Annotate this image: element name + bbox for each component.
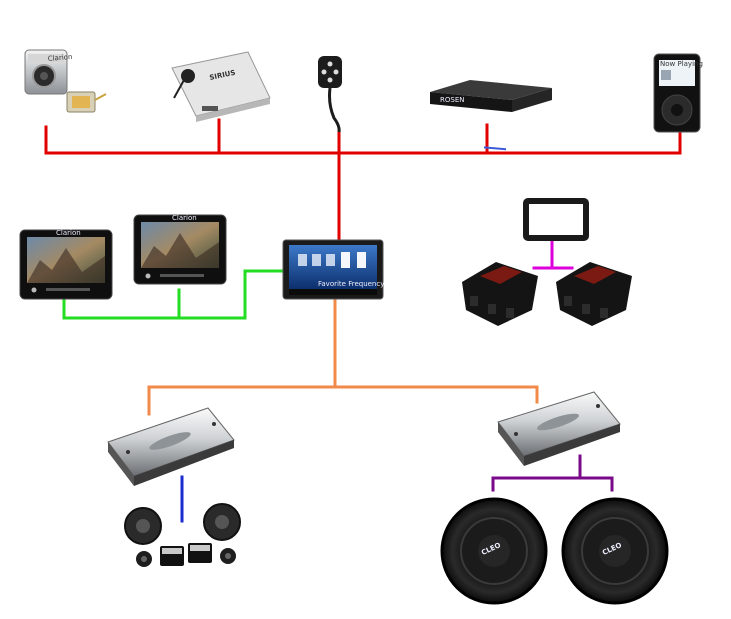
head-unit-screen-label: Favorite Frequency xyxy=(318,280,384,288)
amplifier-left[interactable] xyxy=(107,407,235,486)
headrest-monitor-left[interactable]: Clarion xyxy=(19,229,113,300)
subwoofers[interactable]: CLEO CLEO xyxy=(440,497,669,605)
steering-remote[interactable] xyxy=(318,56,342,133)
backup-camera[interactable]: Clarion xyxy=(24,49,107,113)
dvd-player-icon xyxy=(430,80,552,151)
subwoofer-link-wire xyxy=(491,476,614,492)
signal-processors[interactable] xyxy=(462,262,632,326)
monitor-right-brand-label: Clarion xyxy=(172,214,197,222)
ipod-icon xyxy=(653,53,701,133)
touchscreen-head-unit-icon xyxy=(282,239,384,300)
dash-kit-bracket-icon xyxy=(523,198,589,241)
signal-processor-icon xyxy=(556,262,632,326)
monitor-left-brand-label: Clarion xyxy=(56,229,81,237)
component-speakers[interactable] xyxy=(124,503,241,567)
dvd-brand-label: ROSEN xyxy=(440,96,464,104)
subwoofer-icon xyxy=(561,497,669,605)
component-speakers-icon xyxy=(124,503,241,567)
backup-camera-icon xyxy=(24,49,107,113)
satellite-radio-tuner[interactable]: SIRIUS xyxy=(171,51,271,122)
amplifier-right[interactable] xyxy=(497,391,621,466)
camera-brand-label: Clarion xyxy=(47,53,72,63)
headrest-monitor-icon xyxy=(19,229,113,300)
steering-remote-icon xyxy=(318,56,342,133)
ipod[interactable]: Now Playing xyxy=(653,53,703,133)
ipod-screen-label: Now Playing xyxy=(660,60,703,68)
headrest-monitor-icon xyxy=(133,214,227,285)
video-bus-wire xyxy=(62,269,285,320)
dash-kit[interactable] xyxy=(523,198,589,241)
dvd-player[interactable]: ROSEN xyxy=(430,80,552,151)
signal-processor-icon xyxy=(462,262,538,326)
amplifier-icon xyxy=(497,391,621,466)
subwoofer-icon xyxy=(440,497,548,605)
head-unit[interactable]: Favorite Frequency xyxy=(282,239,384,300)
connection-wires xyxy=(44,118,682,523)
amplifier-icon xyxy=(107,407,235,486)
satellite-radio-icon xyxy=(171,51,271,122)
amp-bus-wire xyxy=(147,385,539,416)
headrest-monitor-right[interactable]: Clarion xyxy=(133,214,227,285)
